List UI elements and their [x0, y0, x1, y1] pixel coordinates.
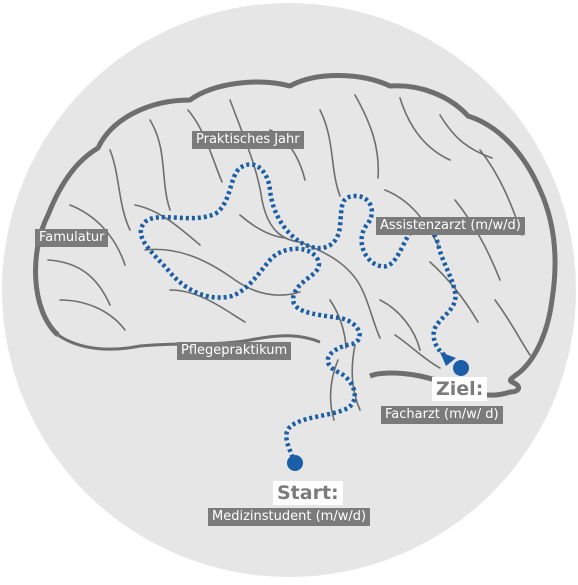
goal-label: Facharzt (m/w/ d)	[381, 406, 503, 424]
station-assistenzarzt: Assistenzarzt (m/w/d)	[376, 217, 525, 235]
background-circle	[2, 3, 576, 577]
brain-folds	[47, 94, 531, 421]
station-famulatur: Famulatur	[35, 229, 109, 247]
start-label: Medizinstudent (m/w/d)	[208, 508, 371, 526]
path-arrowhead	[440, 352, 456, 366]
career-path	[138, 162, 458, 464]
goal-dot	[453, 360, 469, 376]
station-praktisches-jahr: Praktisches Jahr	[192, 131, 304, 149]
station-pflegepraktikum: Pflegepraktikum	[177, 342, 292, 360]
goal-heading: Ziel:	[432, 377, 488, 401]
start-dot	[287, 455, 303, 471]
brain-outline	[33, 73, 558, 398]
start-heading: Start:	[273, 481, 343, 505]
